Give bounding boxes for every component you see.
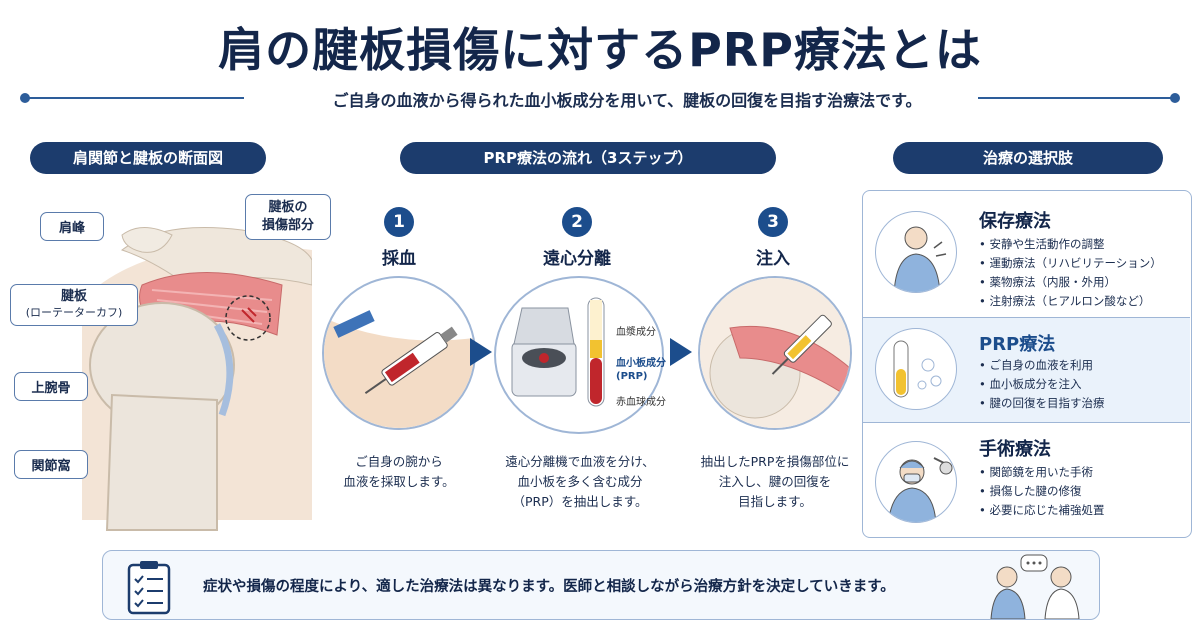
- patient-shoulder-pain-icon: [893, 226, 947, 292]
- subtitle-line-left: [26, 97, 244, 99]
- note-text: 症状や損傷の程度により、適した治療法は異なります。医師と相談しながら治療方針を決…: [203, 579, 895, 595]
- step-1-illustration: [322, 276, 476, 430]
- subtitle-dot-right: [1170, 93, 1180, 103]
- treatment-1-item: 薬物療法（内服・外用）: [979, 273, 1162, 292]
- step-2-description: 遠心分離機で血液を分け、 血小板を多く含む成分 （PRP）を抽出します。: [505, 454, 655, 509]
- doctor-consultation-icon: [990, 554, 1080, 619]
- subtitle-dot-left: [20, 93, 30, 103]
- label-acromion: 肩峰: [40, 212, 104, 241]
- section-options-header: 治療の選択肢: [893, 142, 1163, 174]
- arrow-step-1-to-2: [470, 338, 492, 366]
- treatment-1-title: 保存療法: [979, 211, 1051, 232]
- label-humerus: 上腕骨: [14, 372, 88, 401]
- treatment-3-list: 関節鏡を用いた手術 損傷した腱の修復 必要に応じた補強処置: [979, 463, 1104, 520]
- label-injury-line2: 損傷部分: [261, 218, 314, 233]
- treatment-1-list: 安静や生活動作の調整 運動療法（リハビリテーション） 薬物療法（内服・外用） 注…: [979, 235, 1162, 311]
- step-2-illustration: [494, 276, 664, 434]
- treatment-2-item: 血小板成分を注入: [979, 375, 1104, 394]
- step-2-label: 遠心分離: [543, 249, 611, 269]
- tube-label-rbc: 赤血球成分: [616, 397, 666, 408]
- clipboard-icon: [127, 561, 171, 615]
- treatment-2-item: ご自身の血液を利用: [979, 356, 1104, 375]
- treatment-1-item: 運動療法（リハビリテーション）: [979, 254, 1161, 273]
- shoulder-illustration: [82, 227, 313, 531]
- step-3-description: 抽出したPRPを損傷部位に 注入し、腱の回復を 目指します。: [700, 454, 850, 509]
- subtitle-line-right: [978, 97, 1174, 99]
- step-3-label: 注入: [756, 249, 790, 269]
- tube-label-plasma: 血漿成分: [616, 327, 656, 338]
- shoulder-anatomy: [12, 190, 313, 540]
- surgeon-mask-icon: [887, 457, 953, 522]
- tube-label-prp-line2: (PRP): [616, 371, 648, 382]
- treatment-1-item: 安静や生活動作の調整: [979, 235, 1162, 254]
- subtitle-row: ご自身の血液から得られた血小板成分を用いて、腱板の回復を目指す治療法です。: [20, 86, 1180, 110]
- label-injury-line1: 腱板の: [268, 200, 308, 215]
- label-cuff-sub: (ローテーターカフ): [25, 306, 123, 319]
- treatment-conservative: 保存療法 安静や生活動作の調整 運動療法（リハビリテーション） 薬物療法（内服・…: [863, 191, 1190, 315]
- section-anatomy-header: 肩関節と腱板の断面図: [30, 142, 266, 174]
- section-flow-header: PRP療法の流れ（3ステップ）: [400, 142, 776, 174]
- treatment-3-title: 手術療法: [979, 439, 1051, 460]
- label-cuff-main: 腱板: [60, 289, 87, 304]
- step-1-number: 1: [384, 207, 414, 237]
- centrifuge-icon: [511, 297, 605, 407]
- subtitle: ご自身の血液から得られた血小板成分を用いて、腱板の回復を目指す治療法です。: [332, 91, 922, 110]
- injection-icon: [700, 278, 850, 428]
- tube-label-prp-line1: 血小板成分: [616, 358, 666, 369]
- page-title: 肩の腱板損傷に対するPRP療法とは: [218, 23, 982, 77]
- tube-label-prp: 血小板成分 (PRP): [616, 357, 666, 383]
- label-injury: 腱板の 損傷部分: [245, 194, 331, 240]
- treatment-2-list: ご自身の血液を利用 血小板成分を注入 腱の回復を目指す治療: [979, 356, 1104, 413]
- step-1-label: 採血: [382, 249, 416, 269]
- arrow-step-2-to-3: [670, 338, 692, 366]
- patient-icon: [875, 211, 957, 293]
- treatment-options-panel: 保存療法 安静や生活動作の調整 運動療法（リハビリテーション） 薬物療法（内服・…: [862, 190, 1192, 538]
- step-2-number: 2: [562, 207, 592, 237]
- treatment-prp: PRP療法 ご自身の血液を利用 血小板成分を注入 腱の回復を目指す治療: [863, 317, 1190, 423]
- treatment-2-title: PRP療法: [979, 334, 1056, 355]
- treatment-3-item: 関節鏡を用いた手術: [979, 463, 1104, 482]
- treatment-2-item: 腱の回復を目指す治療: [979, 394, 1104, 413]
- label-glenoid: 関節窩: [14, 450, 88, 479]
- treatment-surgery: 手術療法 関節鏡を用いた手術 損傷した腱の修復 必要に応じた補強処置: [863, 425, 1190, 535]
- step-1-description: ご自身の腕から 血液を採取します。: [343, 454, 455, 489]
- step-3-number: 3: [758, 207, 788, 237]
- step-3-illustration: [698, 276, 852, 430]
- treatment-3-item: 必要に応じた補強処置: [979, 501, 1104, 520]
- label-rotator-cuff: 腱板 (ローテーターカフ): [10, 284, 138, 326]
- treatment-1-item: 注射療法（ヒアルロン酸など）: [979, 292, 1162, 311]
- treatment-3-item: 損傷した腱の修復: [979, 482, 1104, 501]
- bottom-note: 症状や損傷の程度により、適した治療法は異なります。医師と相談しながら治療方針を決…: [102, 550, 1100, 620]
- prp-tube-icon: [875, 328, 957, 410]
- surgeon-icon: [875, 441, 957, 523]
- prp-test-tube-icon: [893, 340, 942, 398]
- blood-draw-icon: [324, 310, 474, 428]
